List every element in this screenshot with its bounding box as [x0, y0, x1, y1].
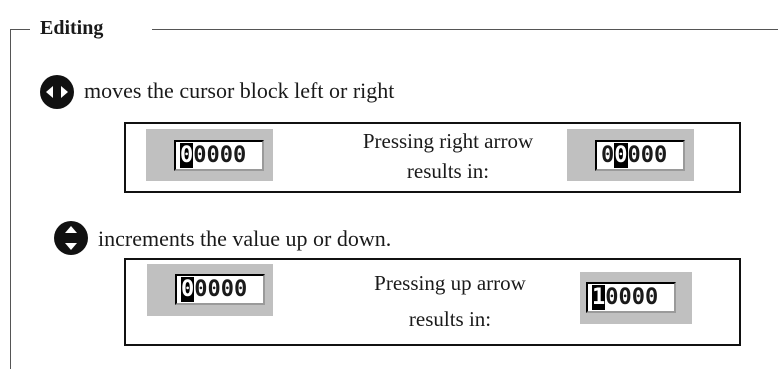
- lcd-before-panel: 00000: [146, 129, 273, 181]
- caption-line-2: results in:: [408, 307, 492, 331]
- left-right-description: moves the cursor block left or right: [84, 78, 395, 103]
- lcd-after-field: 10000: [586, 282, 676, 313]
- lcd-digits: 0000: [605, 285, 659, 310]
- lcd-digits: 000: [627, 143, 668, 168]
- cursor-block: 1: [592, 285, 606, 310]
- frame-top-line-right: [152, 29, 778, 30]
- lcd-digits-prefix: 0: [601, 143, 615, 168]
- frame-left-line: [10, 29, 11, 369]
- frame-top-line: [10, 29, 30, 30]
- left-right-example-box: 00000 Pressing right arrow results in: 0…: [124, 122, 741, 193]
- lcd-after-field: 00000: [595, 140, 685, 171]
- left-right-arrows-icon: [40, 75, 74, 109]
- lcd-before-field: 00000: [174, 140, 264, 171]
- caption-line-1: Pressing right arrow: [362, 129, 534, 153]
- section-title: Editing: [40, 17, 104, 39]
- caption-line-1: Pressing up arrow: [374, 271, 526, 295]
- lcd-digits: 0000: [194, 277, 248, 302]
- lcd-after-panel: 00000: [567, 129, 694, 181]
- up-down-example-box: 00000 Pressing up arrow results in: 1000…: [124, 258, 741, 346]
- caption-line-2: results in:: [406, 159, 490, 183]
- cursor-block: 0: [614, 143, 628, 168]
- up-down-description: increments the value up or down.: [98, 226, 392, 251]
- lcd-before-panel: 00000: [147, 264, 273, 316]
- lcd-digits: 0000: [193, 143, 247, 168]
- cursor-block: 0: [180, 143, 194, 168]
- up-down-arrows-icon: [54, 221, 88, 255]
- lcd-before-field: 00000: [175, 274, 265, 305]
- lcd-after-panel: 10000: [580, 272, 692, 324]
- cursor-block: 0: [181, 277, 195, 302]
